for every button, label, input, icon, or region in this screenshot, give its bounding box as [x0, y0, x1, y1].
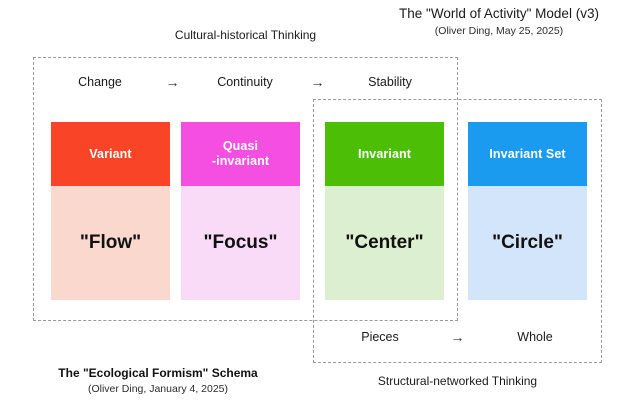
label-stability: Stability: [368, 75, 412, 89]
cultural-historical-frame: [33, 57, 458, 321]
diagram-title-block: The "World of Activity" Model (v3) (Oliv…: [374, 5, 624, 39]
card-flow-body: "Flow": [51, 186, 170, 300]
card-circle-header: Invariant Set: [468, 122, 587, 186]
cultural-historical-thinking-label: Cultural-historical Thinking: [174, 28, 317, 42]
structural-networked-frame: [313, 99, 602, 363]
card-circle: Invariant Set "Circle": [468, 122, 587, 300]
label-change: Change: [78, 75, 122, 89]
card-circle-body: "Circle": [468, 186, 587, 300]
card-flow: Variant "Flow": [51, 122, 170, 300]
arrow-right-icon: →: [450, 329, 465, 345]
arrow-right-icon: →: [310, 74, 325, 90]
label-pieces: Pieces: [361, 330, 399, 344]
page-title: The "World of Activity" Model (v3): [399, 6, 599, 21]
card-focus-body: "Focus": [181, 186, 300, 300]
top-progression-row: Change → Continuity → Stability: [45, 75, 445, 89]
schema-attribution: (Oliver Ding, January 4, 2025): [87, 383, 229, 395]
schema-title: The "Ecological Formism" Schema: [58, 366, 258, 380]
arrow-right-icon: →: [165, 74, 180, 90]
bottom-progression-row: Pieces → Whole: [330, 330, 590, 344]
label-whole: Whole: [517, 330, 553, 344]
card-focus-header: Quasi -invariant: [181, 122, 300, 186]
label-continuity: Continuity: [217, 75, 273, 89]
card-center: Invariant "Center": [325, 122, 444, 300]
card-center-body: "Center": [325, 186, 444, 300]
card-flow-header: Variant: [51, 122, 170, 186]
card-focus: Quasi -invariant "Focus": [181, 122, 300, 300]
card-center-header: Invariant: [325, 122, 444, 186]
page-title-attribution: (Oliver Ding, May 25, 2025): [434, 25, 564, 37]
structural-networked-thinking-label: Structural-networked Thinking: [377, 374, 538, 388]
ecological-formism-schema-label: The "Ecological Formism" Schema (Oliver …: [28, 365, 288, 397]
